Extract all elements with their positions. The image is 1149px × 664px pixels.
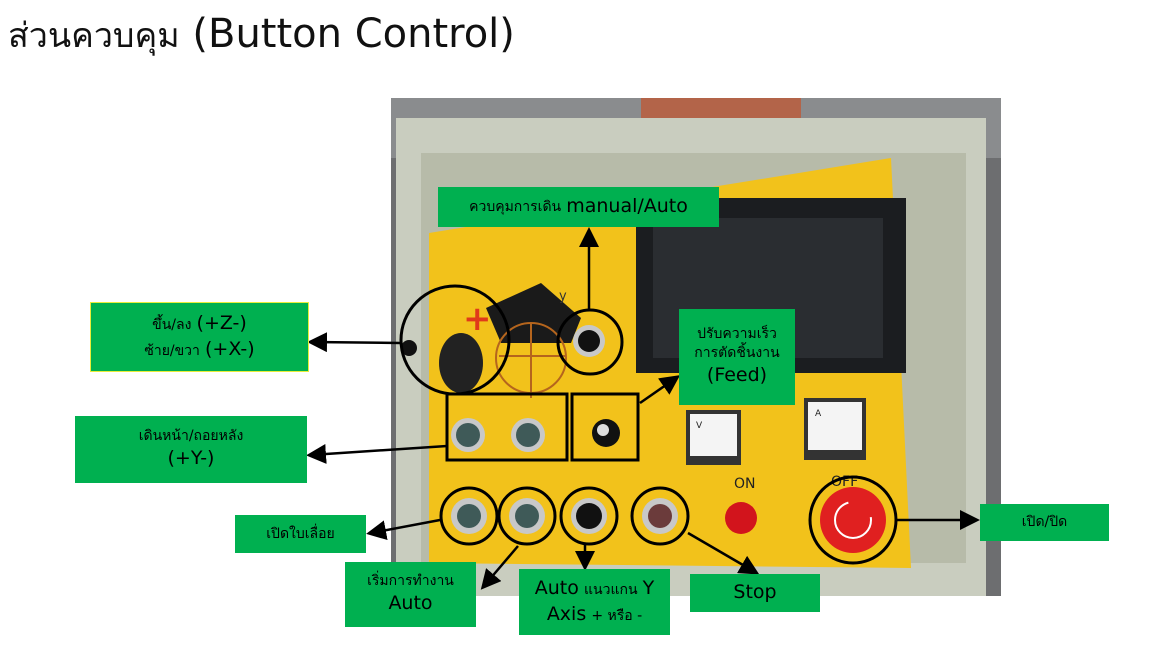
mode-thai: ควบคุมการเดิน [469, 198, 562, 215]
label-start-auto: เริ่มการทำงาน Auto [345, 562, 476, 627]
zx-line2-thai: ซ้าย/ขวา [144, 343, 200, 359]
svg-text:ON: ON [734, 476, 756, 492]
svg-text:+: + [463, 299, 492, 339]
zx-line2-en: (+X-) [205, 338, 255, 360]
label-auto-y: Auto แนวแกน Y Axis + หรือ - [519, 569, 670, 635]
label-on-off: เปิด/ปิด [980, 504, 1109, 541]
slide-title: ส่วนควบคุม (Button Control) [8, 8, 515, 62]
label-zx-axis: ขึ้น/ลง (+Z-) ซ้าย/ขวา (+X-) [90, 302, 309, 372]
label-saw: เปิดใบเลื่อย [235, 515, 366, 553]
start-line1: เริ่มการทำงาน [367, 573, 454, 590]
auto-y-b: แนวแกน [583, 582, 638, 599]
feed-line3: (Feed) [706, 364, 768, 387]
joystick [439, 333, 483, 393]
on-indicator [725, 502, 757, 534]
zx-line1-thai: ขึ้น/ลง [152, 317, 192, 334]
title-thai: ส่วนควบคุม [8, 16, 180, 56]
mode-en: manual/Auto [566, 195, 688, 218]
y-line1: เดินหน้า/ถอยหลัง [138, 428, 244, 445]
svg-text:y: y [559, 289, 567, 304]
auto-y-d: Axis [546, 603, 587, 625]
zx-line1-en: (+Z-) [196, 312, 247, 335]
auto-y-c: Y [642, 577, 655, 600]
feed-line2: การตัดชิ้นงาน [694, 345, 780, 362]
title-english: (Button Control) [192, 11, 515, 57]
svg-text:A: A [815, 409, 822, 419]
y-line2: (+Y-) [167, 447, 215, 470]
arrow-zx [307, 332, 402, 353]
emergency-off-button [820, 487, 886, 553]
auto-y-a: Auto [534, 577, 579, 600]
label-mode: ควบคุมการเดิน manual/Auto [438, 187, 719, 227]
label-stop: Stop [690, 574, 820, 612]
feed-line1: ปรับความเร็ว [697, 326, 777, 343]
label-y-axis: เดินหน้า/ถอยหลัง (+Y-) [75, 416, 307, 483]
label-feed: ปรับความเร็ว การตัดชิ้นงาน (Feed) [679, 309, 795, 405]
svg-text:OFF: OFF [831, 474, 858, 490]
start-line2: Auto [388, 592, 433, 615]
auto-y-e: + หรือ - [591, 608, 643, 624]
svg-text:V: V [696, 421, 703, 431]
